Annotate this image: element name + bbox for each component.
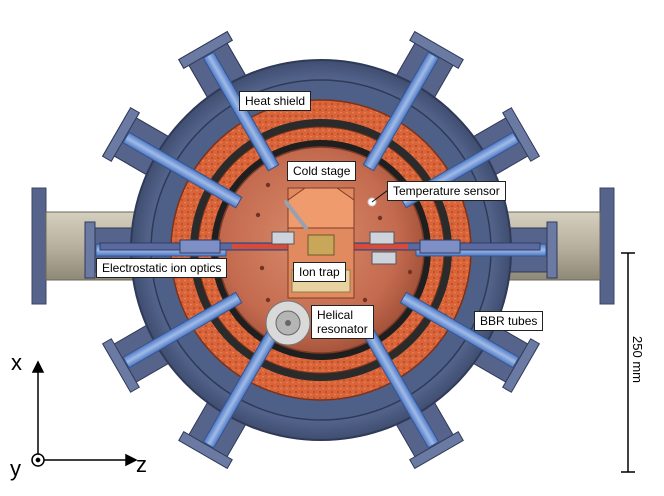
helical-resonator-part: [265, 300, 311, 346]
temperature-sensor-label: Temperature sensor: [387, 181, 506, 201]
screw-hole: [362, 297, 368, 303]
screw-hole: [265, 297, 271, 303]
helical-resonator-label: Helical resonator: [311, 305, 374, 339]
heat-shield-label: Heat shield: [239, 91, 312, 111]
screw-hole: [407, 269, 413, 275]
leader-lines: [371, 189, 389, 203]
bbr-tube: [399, 291, 520, 369]
scale-bar-text: 250 mm: [629, 336, 645, 383]
screw-hole: [377, 215, 383, 221]
bbr-tube: [362, 51, 440, 172]
coordinate-axes: [31, 360, 138, 467]
screw-hole: [265, 182, 271, 188]
bbr-tube: [122, 131, 243, 209]
cold-stage-label: Cold stage: [287, 161, 357, 181]
electrostatic-ion-optics-label: Electrostatic ion optics: [96, 258, 228, 278]
ion-trap-label: Ion trap: [293, 262, 346, 282]
axis-z-label: z: [136, 452, 147, 477]
helical-resonator-label-line1: Helical: [317, 308, 354, 322]
bbr-tube: [122, 291, 243, 369]
screw-hole: [255, 212, 261, 218]
axis-y-label: y: [10, 456, 21, 481]
axis-x-label: x: [11, 350, 22, 375]
screw-hole: [259, 265, 265, 271]
scale-bar: [621, 252, 635, 473]
bbr-tubes-label: BBR tubes: [474, 311, 544, 331]
helical-resonator-label-line2: resonator: [317, 322, 368, 336]
